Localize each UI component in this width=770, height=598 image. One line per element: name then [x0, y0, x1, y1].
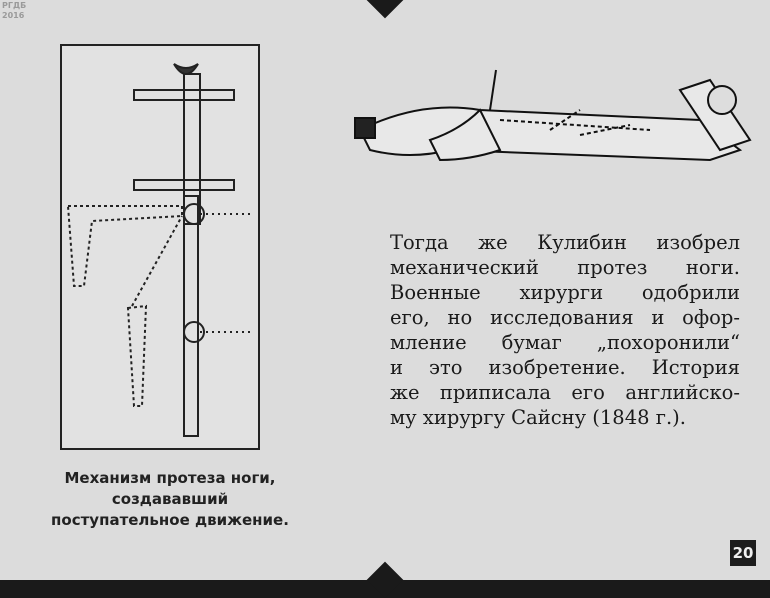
text-line: и это изобретение. История	[390, 356, 740, 379]
frame-number: 20	[730, 540, 756, 566]
frame-notch-top	[366, 0, 404, 19]
filmstrip-frame: РГДБ 2016 Механизм протеза ноги, создава…	[0, 0, 770, 580]
caption-line: поступательное движение.	[51, 511, 289, 529]
text-line: механический протез ноги.	[390, 256, 740, 279]
text-line: Тогда же Кулибин изобрел	[390, 231, 740, 254]
text-line: же приписала его английско-	[390, 381, 740, 404]
text-line: его, но исследования и офор-	[390, 306, 740, 329]
caption-line: создававший	[111, 490, 229, 508]
caption-line: Механизм протеза ноги,	[64, 469, 276, 487]
text-line: му хирургу Сайсну (1848 г.).	[390, 406, 686, 429]
diagram-caption: Механизм протеза ноги, создававший посту…	[30, 468, 310, 531]
text-line: мление бумаг „похоронили“	[390, 331, 740, 354]
prosthesis-diagram	[60, 44, 260, 450]
text-line: Военные хирурги одобрили	[390, 281, 740, 304]
watermark-line: РГДБ	[2, 1, 27, 10]
watermark: РГДБ 2016	[2, 1, 26, 21]
watermark-line: 2016	[2, 11, 25, 20]
parchment-with-drawing-illustration	[354, 69, 752, 162]
description-text: Тогда же Кулибин изобрел механический пр…	[390, 230, 740, 430]
prosthesis-drawing	[66, 63, 252, 437]
